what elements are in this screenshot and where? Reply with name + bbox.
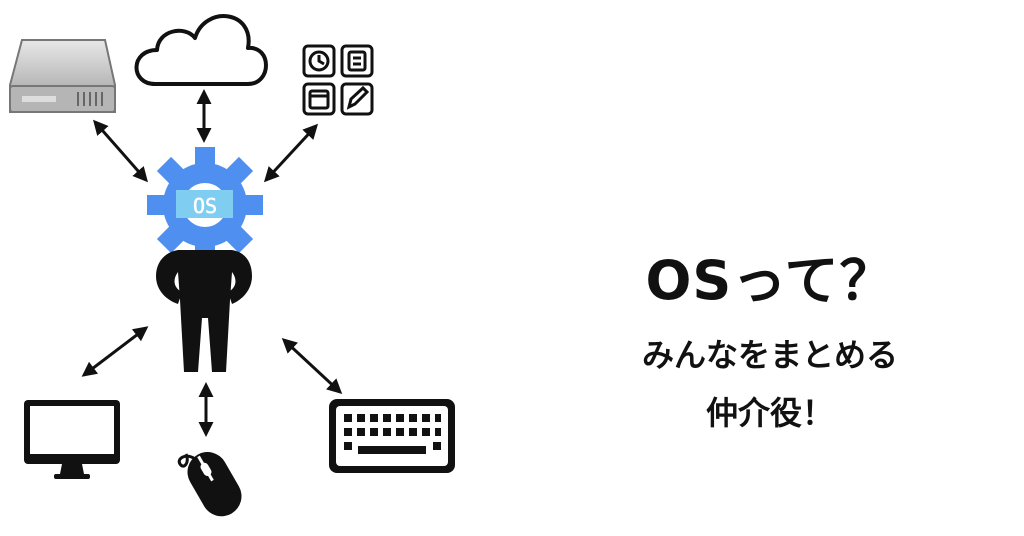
keyboard-icon xyxy=(329,399,455,473)
arrow-hdd xyxy=(93,119,148,183)
person-icon xyxy=(156,250,252,372)
subtitle-line-2: 仲介役！ xyxy=(705,394,834,432)
hard-drive-icon xyxy=(9,39,116,113)
subtitle-line-1: みんなをまとめる xyxy=(641,336,898,374)
gear-icon: OS xyxy=(147,147,263,263)
connection-arrows xyxy=(81,89,343,437)
mouse-icon xyxy=(177,452,242,517)
arrow-apps xyxy=(263,123,319,183)
apps-icon xyxy=(302,44,374,116)
arrow-monitor xyxy=(81,326,149,377)
page-title: OSって？ xyxy=(645,249,895,312)
monitor-icon xyxy=(24,400,120,479)
gear-label: OS xyxy=(193,194,217,218)
cloud-icon xyxy=(134,14,268,86)
arrow-keyboard xyxy=(281,337,343,395)
